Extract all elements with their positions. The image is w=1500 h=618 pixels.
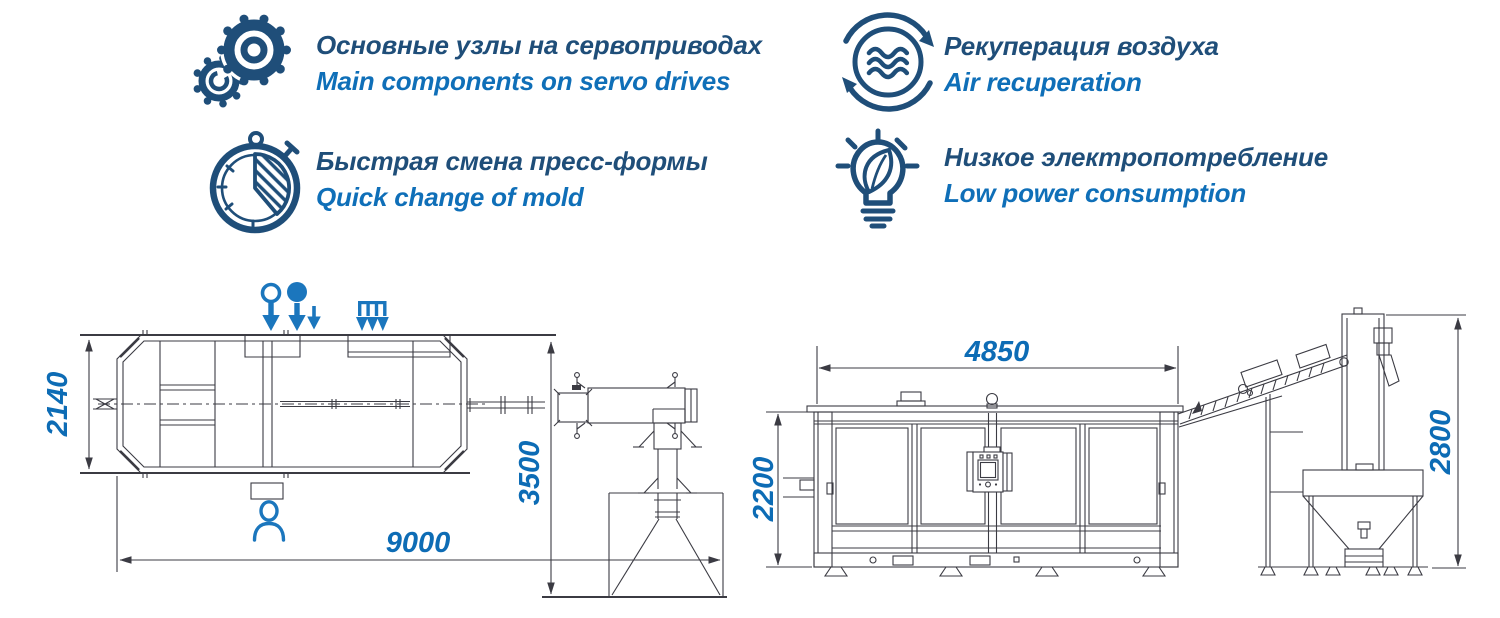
feature-air-recuperation-title-ru: Рекуперация воздуха — [944, 31, 1219, 61]
preform-infeed-icons — [260, 282, 389, 331]
feature-low-power-title-ru: Низкое электропотребление — [944, 142, 1328, 172]
feature-low-power: Низкое электропотребление Low power cons… — [944, 142, 1328, 209]
top-view-outfeed-dim: 3500 — [514, 441, 546, 506]
bottle-outfeed-icon — [356, 301, 389, 331]
incline-conveyor — [1177, 343, 1349, 567]
side-view-drawing: 4850 2200 2800 — [748, 307, 1466, 577]
side-view-height-dim: 2200 — [748, 457, 780, 523]
feature-quick-mold-change-title-ru: Быстрая смена пресс-формы — [316, 146, 708, 176]
top-view-length-dim: 9000 — [386, 527, 451, 559]
top-view-width-dim: 2140 — [42, 372, 74, 438]
side-view-length-dim: 4850 — [964, 336, 1030, 368]
feature-air-recuperation: Рекуперация воздуха Air recuperation — [944, 31, 1219, 98]
hmi-panel — [966, 451, 1013, 493]
feature-servo-drives-title-en: Main components on servo drives — [316, 66, 731, 96]
air-recuperation-icon — [842, 12, 934, 112]
preform-hopper — [1302, 463, 1424, 568]
feature-low-power-title-en: Low power consumption — [944, 178, 1247, 208]
feature-servo-drives: Основные узлы на сервоприводах Main comp… — [316, 30, 762, 97]
top-view-drawing: 2140 9000 3500 — [42, 282, 727, 598]
feature-quick-mold-change-title-en: Quick change of mold — [316, 182, 584, 212]
side-view-elevator-height-dim: 2800 — [1425, 410, 1457, 476]
light-bulb-icon — [835, 128, 920, 229]
feature-servo-drives-title-ru: Основные узлы на сервоприводах — [316, 30, 762, 60]
feature-quick-mold-change: Быстрая смена пресс-формы Quick change o… — [316, 146, 708, 213]
stopwatch-icon — [209, 131, 301, 234]
operator-icon — [252, 500, 286, 542]
preform-elevator — [1341, 307, 1400, 471]
feature-air-recuperation-title-en: Air recuperation — [944, 67, 1142, 97]
gears-icon — [193, 14, 291, 108]
